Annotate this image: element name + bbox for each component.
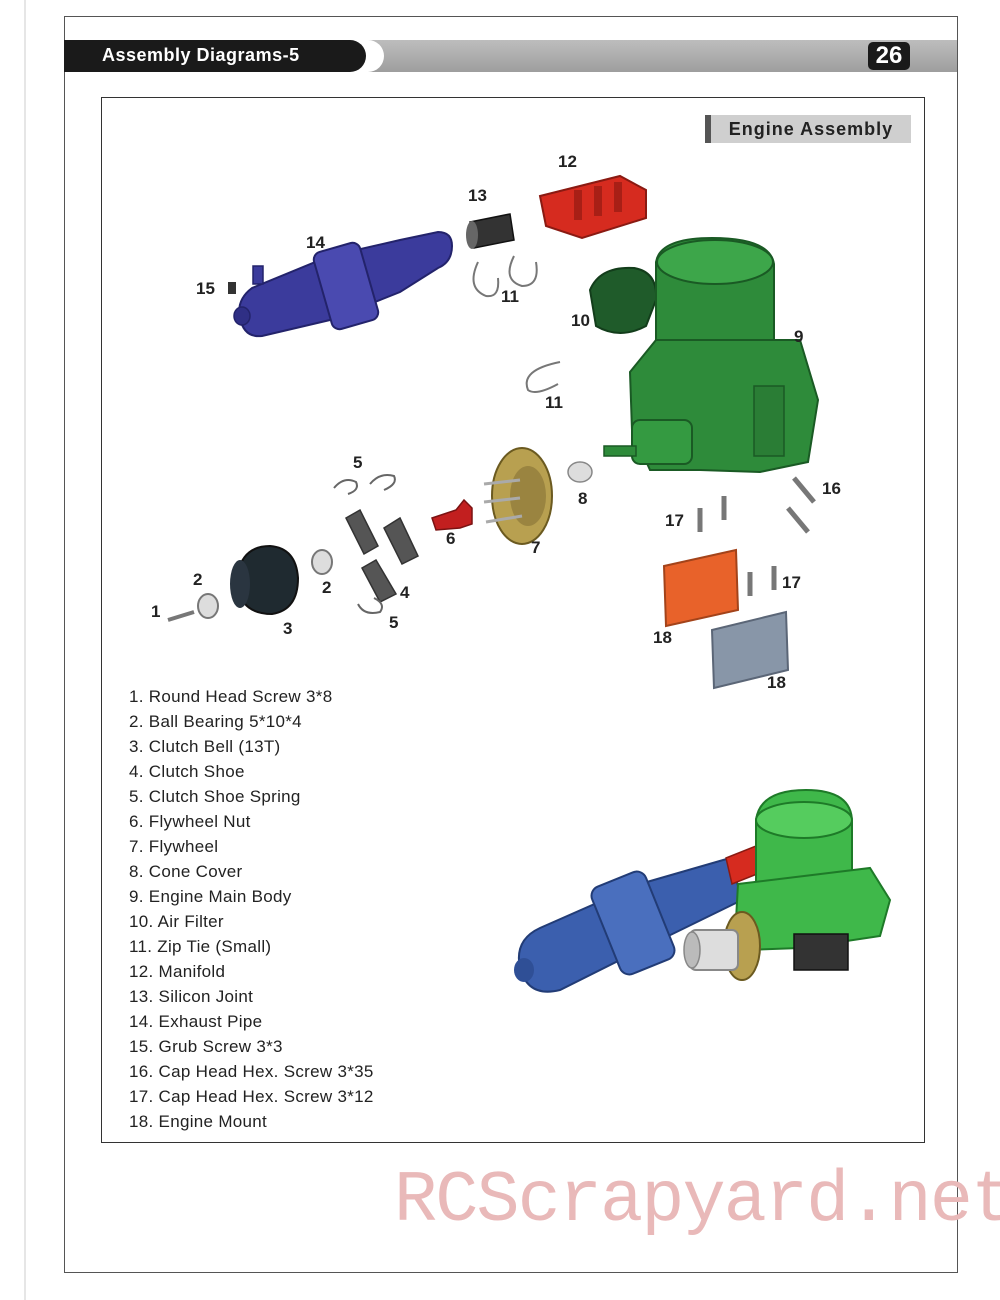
- ball-bearing-part: [197, 593, 219, 619]
- section-label: Engine Assembly: [705, 115, 911, 143]
- parts-list-item: 4. Clutch Shoe: [129, 762, 245, 781]
- clutch-shoe-part: [345, 508, 419, 603]
- parts-list-item: 1. Round Head Screw 3*8: [129, 687, 333, 706]
- callout-label: 17: [665, 511, 684, 530]
- callout-label: 5: [389, 613, 398, 632]
- flywheel-part: [483, 447, 553, 545]
- callout-label: 3: [283, 619, 292, 638]
- page-frame: [64, 16, 958, 1273]
- callout-label: 4: [400, 583, 410, 602]
- parts-list-item: 5. Clutch Shoe Spring: [129, 787, 301, 806]
- round-head-screw-part: [167, 610, 195, 622]
- cap-screw-part: [786, 506, 810, 534]
- content-box: [101, 97, 925, 1143]
- parts-list: 1. Round Head Screw 3*8 2. Ball Bearing …: [129, 684, 374, 1134]
- callout-label: 11: [545, 393, 563, 412]
- callout-label: 2: [193, 570, 202, 589]
- parts-list-item: 15. Grub Screw 3*3: [129, 1037, 283, 1056]
- callout-label: 10: [571, 311, 590, 330]
- parts-list-item: 9. Engine Main Body: [129, 887, 292, 906]
- clutch-spring-part: [333, 479, 358, 495]
- callout-label: 16: [822, 479, 841, 498]
- flywheel-nut-part: [431, 498, 473, 531]
- watermark-text: RCScrapyard.net: [394, 1160, 1000, 1242]
- parts-list-item: 17. Cap Head Hex. Screw 3*12: [129, 1087, 374, 1106]
- exhaust-pipe-part: [233, 230, 454, 338]
- callout-label: 9: [794, 327, 803, 346]
- cap-screw-part: [792, 476, 816, 504]
- callout-label: 5: [353, 453, 362, 472]
- callout-label: 14: [306, 233, 325, 252]
- assembled-engine-illustration: [514, 788, 892, 993]
- page-edge-strip: [24, 0, 26, 1300]
- page-number: 26: [868, 42, 910, 70]
- cone-cover-part: [567, 461, 593, 483]
- silicon-joint-part: [466, 213, 515, 249]
- parts-list-item: 6. Flywheel Nut: [129, 812, 251, 831]
- parts-list-item: 16. Cap Head Hex. Screw 3*35: [129, 1062, 374, 1081]
- grub-screw-part: [228, 282, 236, 294]
- parts-list-item: 8. Cone Cover: [129, 862, 243, 881]
- callout-label: 1: [151, 602, 160, 621]
- callout-label: 12: [558, 152, 577, 171]
- engine-mount-part: [710, 610, 790, 690]
- callout-label: 11: [501, 287, 519, 306]
- air-filter-part: [588, 266, 658, 334]
- callout-label: 7: [531, 538, 540, 557]
- callout-label: 17: [782, 573, 801, 592]
- engine-mount-part: [662, 548, 740, 628]
- parts-list-item: 2. Ball Bearing 5*10*4: [129, 712, 302, 731]
- callout-label: 2: [322, 578, 331, 597]
- zip-tie-part: [472, 261, 500, 298]
- ball-bearing-part: [311, 549, 333, 575]
- parts-list-item: 13. Silicon Joint: [129, 987, 254, 1006]
- clutch-spring-part: [369, 474, 396, 491]
- callout-label: 13: [468, 186, 487, 205]
- clutch-bell-part: [230, 544, 300, 616]
- callout-label: 18: [653, 628, 672, 647]
- parts-list-item: 18. Engine Mount: [129, 1112, 268, 1131]
- parts-list-item: 7. Flywheel: [129, 837, 219, 856]
- page-title: Assembly Diagrams-5: [102, 45, 300, 65]
- zip-tie-part: [508, 255, 538, 288]
- callout-label: 15: [196, 279, 215, 298]
- zip-tie-part: [525, 361, 561, 393]
- parts-list-item: 14. Exhaust Pipe: [129, 1012, 263, 1031]
- parts-list-item: 11. Zip Tie (Small): [129, 937, 272, 956]
- parts-list-item: 3. Clutch Bell (13T): [129, 737, 281, 756]
- clutch-spring-part: [357, 597, 383, 614]
- parts-list-item: 10. Air Filter: [129, 912, 224, 931]
- parts-list-item: 12. Manifold: [129, 962, 226, 981]
- manifold-part: [538, 174, 647, 240]
- callout-label: 18: [767, 673, 786, 692]
- callout-label: 6: [446, 529, 455, 548]
- header-title-tab: [64, 40, 366, 72]
- engine-body-part: [603, 236, 820, 474]
- callout-label: 8: [578, 489, 587, 508]
